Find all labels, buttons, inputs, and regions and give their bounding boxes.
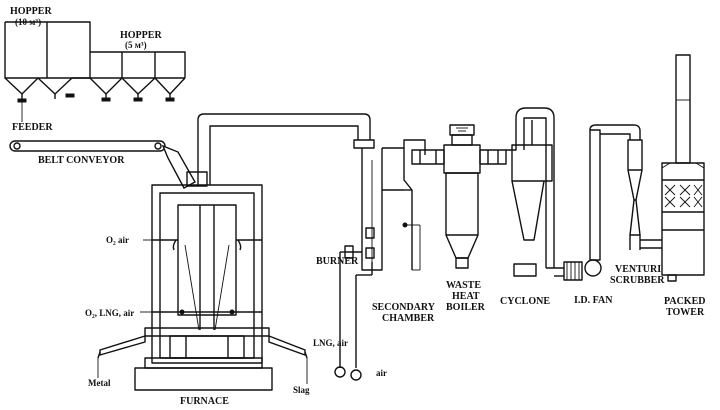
o2-lng-air-label: O₂, LNG, air — [85, 308, 134, 318]
packed-tower-label-2: TOWER — [666, 307, 705, 318]
packed-tower-label-1: PACKED — [664, 296, 705, 307]
packed-tower — [661, 54, 705, 282]
lng-air-label: LNG, air — [313, 338, 348, 348]
venturi-scrubber-label-2: SCRUBBER — [610, 275, 665, 286]
o2-air-label: O₂ air — [106, 235, 129, 245]
id-fan — [546, 129, 602, 281]
cyclone-label: CYCLONE — [500, 296, 550, 307]
id-fan-label: I.D. FAN — [574, 295, 613, 306]
secondary-chamber-label-2: CHAMBER — [382, 313, 435, 324]
secondary-chamber-label-1: SECONDARY — [372, 302, 436, 313]
hopper-small — [89, 51, 186, 102]
waste-heat-boiler-label-1: WASTE — [446, 280, 481, 291]
furnace — [97, 171, 308, 391]
fan-outlet-duct — [589, 124, 641, 140]
hopper-large-title: HOPPER — [10, 6, 52, 17]
furnace-label: FURNACE — [180, 396, 229, 407]
cyclone — [506, 107, 555, 277]
venturi-scrubber-label-1: VENTURI — [615, 264, 661, 275]
hopper-large — [4, 21, 91, 103]
belt-conveyor-label: BELT CONVEYOR — [38, 155, 125, 166]
venturi-scrubber — [627, 139, 662, 250]
metal-label: Metal — [88, 378, 111, 388]
boiler-inlet-duct — [411, 149, 445, 165]
feeder-label: FEEDER — [12, 122, 53, 133]
hopper-small-title: HOPPER — [120, 30, 162, 41]
burner-label: BURNER — [316, 256, 359, 267]
hopper-small-capacity: (5 м³) — [125, 40, 147, 50]
burner-lines — [334, 245, 373, 381]
air-label: air — [376, 368, 387, 378]
waste-heat-boiler-label-2: HEAT — [452, 291, 480, 302]
flue-duct — [197, 113, 375, 185]
slag-label: Slag — [293, 385, 310, 395]
waste-heat-boiler-label-3: BOILER — [446, 302, 486, 313]
secondary-chamber — [361, 139, 426, 271]
waste-heat-boiler — [443, 124, 507, 269]
hopper-large-capacity: (10 м³) — [15, 17, 41, 27]
